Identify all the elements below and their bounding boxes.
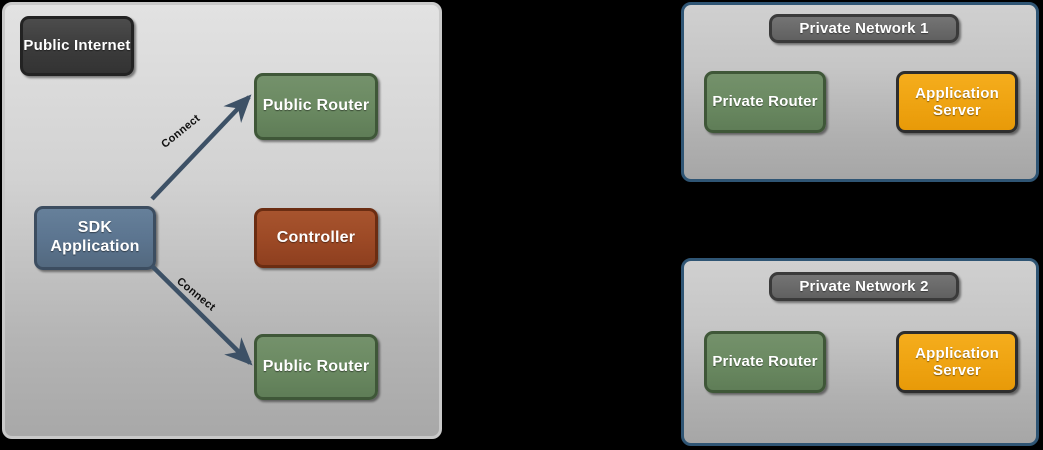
controller-node[interactable]: Controller: [254, 208, 378, 268]
sdk-application-node[interactable]: SDK Application: [34, 206, 156, 270]
public-router-bottom-node[interactable]: Public Router: [254, 334, 378, 400]
application-server-1-node[interactable]: Application Server: [896, 71, 1018, 133]
private-router-1-node[interactable]: Private Router: [704, 71, 826, 133]
public-internet-panel: Public Internet Public Router SDK Applic…: [2, 2, 442, 439]
public-internet-label-node[interactable]: Public Internet: [20, 16, 134, 76]
application-server-2-node[interactable]: Application Server: [896, 331, 1018, 393]
private-network-2-title: Private Network 2: [769, 272, 959, 301]
private-network-1-title: Private Network 1: [769, 14, 959, 43]
private-network-2-panel: Private Network 2 Private Router Applica…: [681, 258, 1039, 446]
public-router-top-node[interactable]: Public Router: [254, 73, 378, 140]
private-router-2-node[interactable]: Private Router: [704, 331, 826, 393]
private-network-1-panel: Private Network 1 Private Router Applica…: [681, 2, 1039, 182]
